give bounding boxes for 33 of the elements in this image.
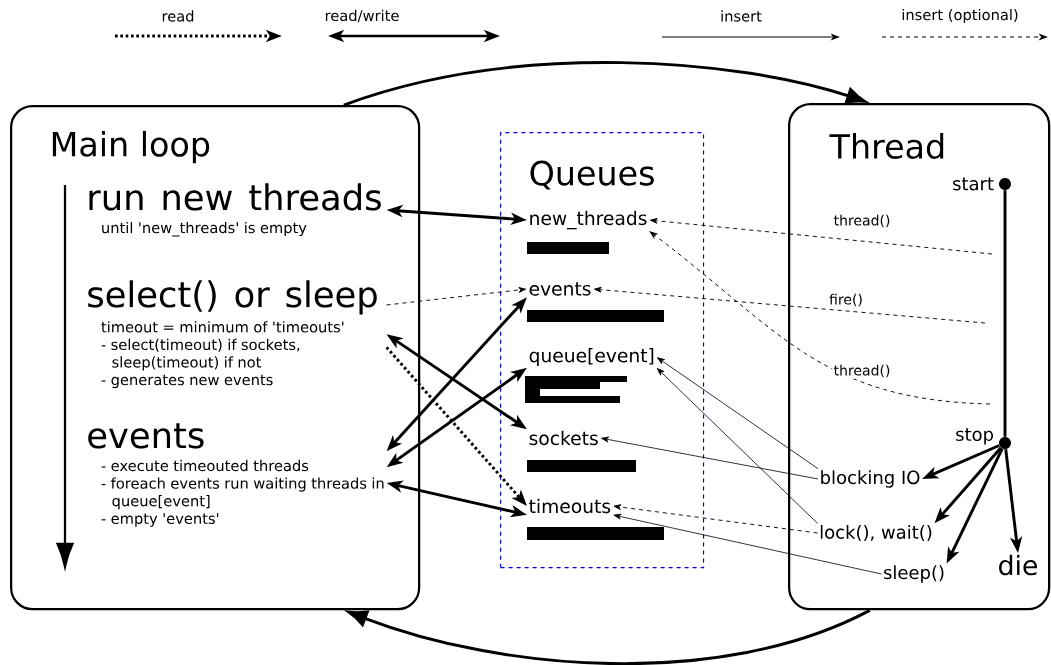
edge-label: thread() [832, 363, 892, 379]
arrow [386, 287, 527, 306]
queue-name: sockets [529, 430, 598, 446]
legend-text: insert [721, 10, 762, 22]
timeline-line [1003, 190, 1007, 437]
arrow [594, 286, 986, 324]
queue-name: events [529, 282, 591, 296]
arrow [657, 357, 819, 470]
arrow [613, 513, 882, 575]
step-text: select() or sleep timeout = minimum of 'timeouts' - select(timeout) if sockets, sleep(timeout) if not - generates new events [88, 280, 377, 389]
arrow [613, 504, 819, 534]
queue-name: queue[event] [529, 348, 654, 367]
legend-text: insert (optional) [902, 8, 1018, 24]
arrow [649, 231, 991, 405]
queue-name: new_threads [530, 210, 647, 230]
edge-label: thread() [832, 213, 892, 229]
queue-name: timeouts [529, 498, 611, 514]
node-label: stop [956, 428, 994, 445]
node-label: start [953, 177, 994, 191]
state-text: sleep() [884, 565, 944, 583]
state-text: die [999, 554, 1037, 576]
edge-label: fire() [827, 292, 865, 308]
timeline-point: start [953, 177, 1011, 191]
step-text: events - execute timeouted threads - foreach events run waiting threads in queue[event] - empty 'events' [88, 423, 384, 527]
arrow [601, 436, 819, 480]
state-text: lock(), wait() [820, 525, 932, 542]
state-text: blocking IO [821, 470, 920, 488]
legend-text: read/write [325, 9, 399, 23]
timeline-point: stop [956, 428, 1011, 449]
arrow [656, 368, 818, 524]
step-text: run new threads until 'new_threads' is empty [89, 183, 381, 237]
arrow [649, 217, 993, 255]
legend-text: read [162, 10, 194, 22]
